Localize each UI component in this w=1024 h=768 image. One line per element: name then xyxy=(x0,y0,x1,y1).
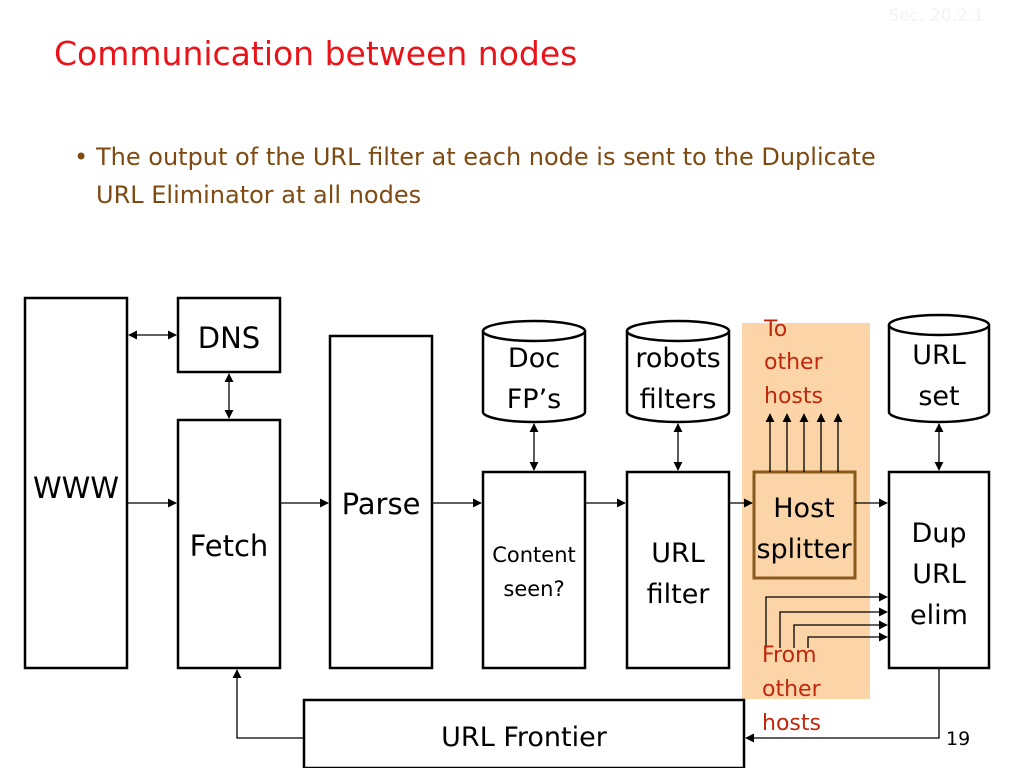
doc-fp-cylinder xyxy=(481,319,587,424)
url-filter-label-line1: URL xyxy=(651,538,705,569)
url-set-label-line2: set xyxy=(918,381,959,412)
dup-elim-label-line1: Dup xyxy=(911,518,966,549)
content-seen-box xyxy=(481,470,587,670)
host-splitter-highlight xyxy=(742,323,870,699)
www-box xyxy=(23,296,129,670)
dup-url-elim-box xyxy=(887,470,991,670)
parse-label: Parse xyxy=(342,487,421,521)
fetch-label: Fetch xyxy=(190,529,269,563)
bullet-dot-icon: • xyxy=(74,143,89,171)
robots-filters-cylinder xyxy=(625,319,731,424)
page-number: 19 xyxy=(946,728,971,750)
robots-label-line2: filters xyxy=(640,384,717,415)
bullet-text: The output of the URL filter at each nod… xyxy=(96,143,876,209)
host-splitter-label-line2: splitter xyxy=(756,534,852,565)
url-frontier-box xyxy=(302,698,746,768)
www-label: WWW xyxy=(33,471,119,505)
to-other-hosts-line2: other xyxy=(764,350,824,375)
host-splitter-label-line1: Host xyxy=(773,493,834,524)
from-other-hosts-line2: other xyxy=(762,677,822,702)
to-other-hosts-line1: To xyxy=(763,317,787,342)
to-other-hosts-line3: hosts xyxy=(764,384,823,409)
url-frontier-label: URL Frontier xyxy=(441,722,608,753)
url-filter-box xyxy=(625,470,731,670)
dns-box xyxy=(176,296,282,374)
doc-fp-label-line1: Doc xyxy=(508,343,560,374)
doc-fp-label-line2: FP’s xyxy=(507,384,561,415)
content-seen-label-line1: Content xyxy=(492,543,576,567)
section-reference: Sec. 20.2.1 xyxy=(888,6,984,26)
robots-label-line1: robots xyxy=(635,343,720,374)
url-set-label-line1: URL xyxy=(912,340,966,371)
dup-elim-label-line2: URL xyxy=(912,559,966,590)
url-filter-label-line2: filter xyxy=(647,579,711,610)
bullet-point: • The output of the URL filter at each n… xyxy=(74,138,894,214)
url-set-cylinder xyxy=(887,313,991,424)
slide-title: Communication between nodes xyxy=(54,34,578,73)
parse-box xyxy=(328,334,434,670)
dup-elim-label-line3: elim xyxy=(910,600,968,631)
dns-label: DNS xyxy=(198,321,260,355)
diagram-arrows xyxy=(127,330,944,743)
from-other-hosts-line3: hosts xyxy=(762,711,821,736)
from-other-hosts-line1: From xyxy=(762,643,817,668)
fetch-box xyxy=(176,418,282,670)
content-seen-label-line2: seen? xyxy=(503,577,564,601)
